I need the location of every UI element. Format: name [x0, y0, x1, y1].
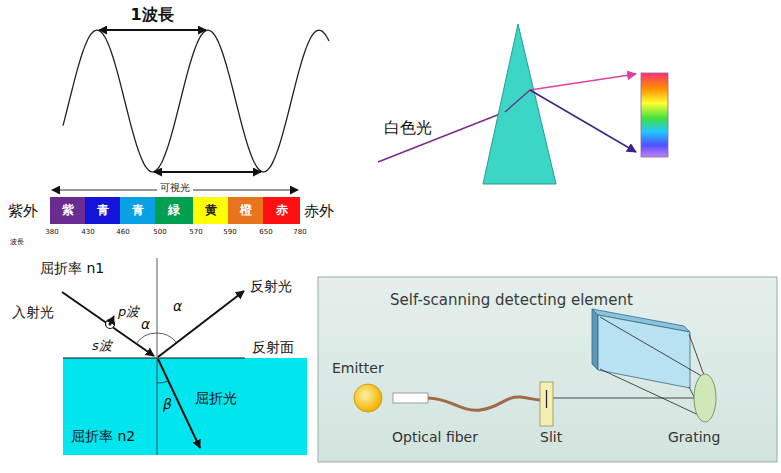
slit	[540, 382, 553, 426]
label: 屈折率 n1	[40, 260, 104, 277]
label: α	[141, 316, 150, 333]
white-light-ray	[378, 112, 505, 162]
angle-arc	[157, 381, 168, 383]
label: p波	[118, 304, 139, 320]
node-text: Grating	[668, 429, 720, 446]
refracted-ray	[158, 359, 200, 448]
label: 570	[189, 228, 202, 236]
detector-edge	[592, 309, 598, 370]
spectrum-screen	[641, 73, 668, 157]
slit-opening	[546, 390, 547, 408]
label: 反射光	[250, 278, 292, 295]
refractive-medium: β 屈折光屈折率 n2	[63, 358, 307, 455]
angle-arc	[136, 333, 157, 344]
label: 波長	[10, 238, 24, 246]
node-text: β	[163, 396, 172, 413]
detector	[598, 315, 690, 388]
node-text: Slit	[540, 429, 562, 446]
sine-wave	[63, 30, 329, 172]
light-path	[600, 317, 705, 378]
ray-in-prism	[505, 90, 530, 112]
spectrum-band: 青	[120, 197, 155, 224]
node-text: 赤	[276, 203, 288, 217]
optical-fiber	[428, 397, 540, 410]
angle-arc	[157, 333, 176, 342]
label: s波	[92, 338, 112, 354]
label: 入射光	[12, 304, 54, 321]
medium-n2	[63, 358, 307, 455]
prism	[483, 24, 556, 184]
reflecting-surface	[63, 358, 245, 359]
label: 650	[259, 228, 272, 236]
node-text: 屈折率 n2	[71, 428, 135, 445]
label: 590	[223, 228, 236, 236]
label: 可視光	[157, 182, 193, 194]
grating	[694, 374, 716, 422]
spectrum-band: 黄	[193, 197, 228, 224]
emitter	[354, 384, 382, 412]
node-text: Optical fiber	[392, 429, 478, 446]
label: α	[173, 298, 182, 315]
panel-ground	[318, 277, 777, 462]
label: 1波長	[130, 5, 173, 24]
label: 紫外	[8, 202, 38, 220]
node-text: 緑	[168, 203, 180, 217]
label: 500	[153, 228, 166, 236]
spectrum-band: 緑	[155, 197, 193, 224]
light-path	[553, 398, 698, 399]
label: 白色光	[384, 118, 432, 137]
spectrum-band: 赤	[263, 197, 300, 224]
spectrum-band: 青	[85, 197, 120, 224]
label: 赤外	[304, 202, 334, 220]
wavelength-arrow	[154, 171, 261, 173]
node-text: 青	[97, 203, 109, 217]
spectrometer-panel: Self-scanning detecting elementEmitterOp…	[318, 277, 777, 462]
normal-line	[157, 258, 158, 455]
label: 460	[116, 228, 129, 236]
light-path	[689, 334, 705, 378]
spectrum-band: 紫	[50, 197, 85, 224]
node-text: 屈折光	[195, 390, 237, 407]
p-wave-arrow	[110, 316, 114, 324]
node-text: 橙	[240, 203, 252, 217]
label: 380	[45, 228, 58, 236]
red-ray	[530, 74, 636, 90]
fiber-connector	[393, 393, 428, 403]
reflected-ray	[158, 291, 244, 357]
light-path	[600, 369, 705, 418]
incident-ray	[62, 292, 154, 356]
label: 反射面	[252, 339, 294, 356]
spectrum-band: 橙	[228, 197, 263, 224]
violet-ray	[530, 90, 636, 152]
node-text: Emitter	[332, 360, 384, 377]
node-text: 黄	[205, 203, 217, 217]
label: 780	[293, 228, 306, 236]
node-text: Self-scanning detecting element	[390, 291, 633, 309]
wavelength-arrow	[99, 29, 206, 31]
node-text: 青	[132, 203, 144, 217]
node-text: 紫	[62, 203, 74, 217]
label: 430	[81, 228, 94, 236]
